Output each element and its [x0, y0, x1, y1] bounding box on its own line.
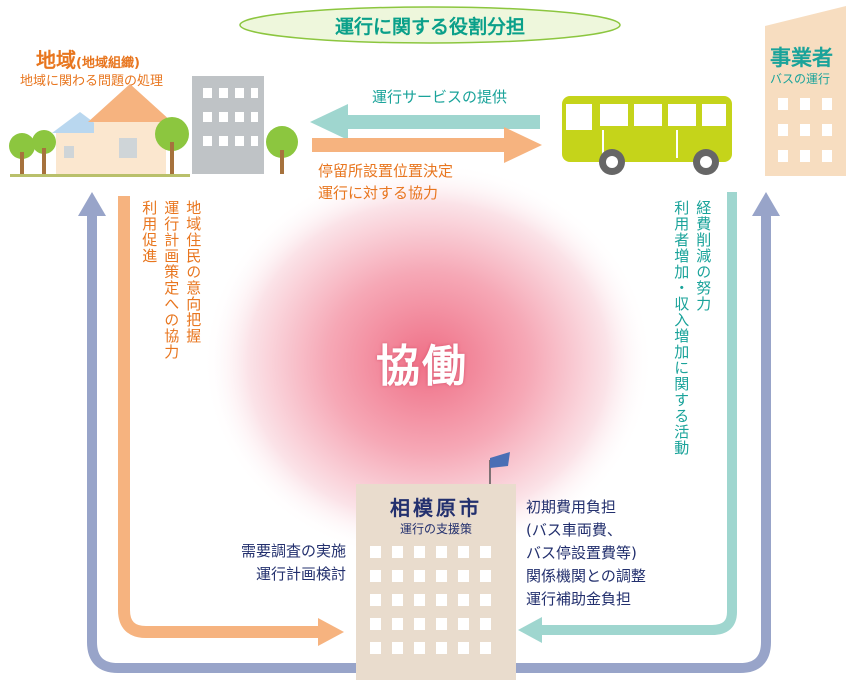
- center-glow: [203, 162, 653, 562]
- arrow-region-to-city: [118, 196, 344, 646]
- operation-subsidy-label: 運行補助金負担: [526, 590, 632, 608]
- city-building: [356, 452, 516, 680]
- operator-role: バスの運行: [770, 72, 831, 86]
- operator-name: 事業者: [770, 46, 833, 70]
- initial-cost-label: 初期費用負担: [526, 498, 617, 516]
- arrow-city-to-region: [78, 192, 356, 673]
- bus-stop-cost-label: バス停設置費等): [526, 544, 637, 562]
- cost-reduction-label: 経費削減の努力: [694, 200, 713, 312]
- region-label: 地域(地域組織): [36, 44, 140, 73]
- plan-review-label: 運行計画検討: [255, 565, 346, 583]
- agency-coordination-label: 関係機関との調整: [526, 567, 646, 585]
- city-name: 相模原市: [390, 496, 482, 520]
- diagram-title: 運行に関する役割分担: [334, 16, 525, 38]
- stop-location-label: 停留所設置位置決定: [318, 162, 454, 180]
- city-support-list: 初期費用負担 (バス車両費、 バス停設置費等) 関係機関との調整 運行補助金負担: [526, 496, 646, 611]
- operation-cooperation-label: 運行に対する協力: [318, 184, 439, 202]
- arrow-city-to-operator: [516, 192, 780, 673]
- region-name: 地域: [36, 48, 76, 72]
- arrow-region-to-operator: [312, 127, 542, 163]
- region-role: 地域に関わる問題の処理: [20, 74, 164, 89]
- city-role: 運行の支援策: [399, 522, 472, 536]
- service-provision-label: 運行サービスの提供: [372, 88, 508, 106]
- region-name-sub: (地域組織): [76, 56, 140, 71]
- bus-vehicle-cost-label: (バス車両費、: [526, 521, 622, 539]
- region-illustration: [9, 76, 298, 177]
- revenue-increase-label: 利用者増加・収入増加に関する活動: [672, 200, 691, 456]
- demand-survey-label: 需要調査の実施: [240, 542, 346, 560]
- bus-illustration: [562, 96, 732, 175]
- collaboration-label: 協働: [376, 341, 468, 392]
- arrow-operator-to-region: [310, 104, 540, 140]
- arrow-operator-to-city: [518, 192, 737, 643]
- resident-intent-label: 地域住民の意向把握: [184, 200, 203, 344]
- usage-promotion-label: 利用促進: [140, 200, 159, 264]
- plan-cooperation-label: 運行計画策定への協力: [162, 200, 181, 360]
- title-ellipse: [239, 6, 621, 44]
- operator-building: [765, 6, 846, 176]
